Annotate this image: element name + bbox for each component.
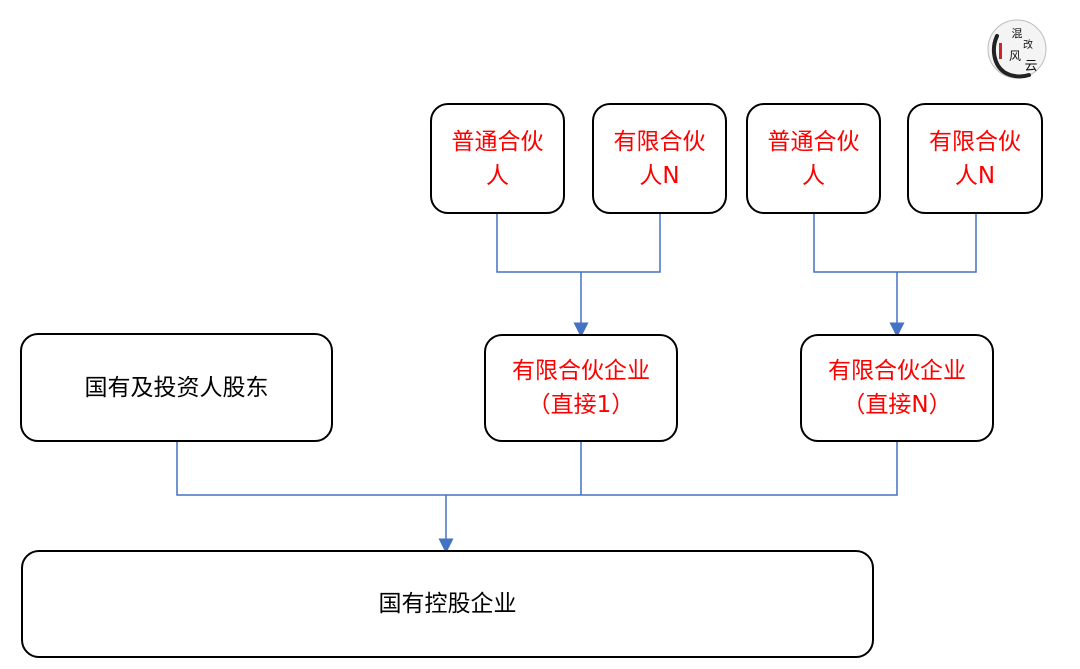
lp-enterprise-direct-1-label: 有限合伙企业 （直接1） <box>512 358 650 418</box>
svg-text:改: 改 <box>1023 38 1033 51</box>
connector-gp2-lp2 <box>813 214 977 273</box>
brand-logo: 混 改 风 云 <box>987 19 1047 79</box>
general-partner-box-2: 普通合伙 人 <box>746 103 881 214</box>
general-partner-label-1: 普通合伙 人 <box>451 128 544 189</box>
svg-text:混: 混 <box>1012 27 1023 40</box>
svg-text:风: 风 <box>1009 49 1021 63</box>
general-partner-label-2: 普通合伙 人 <box>767 128 860 189</box>
svg-text:云: 云 <box>1024 59 1037 74</box>
limited-partner-box-1: 有限合伙 人N <box>592 103 727 214</box>
limited-partner-box-2: 有限合伙 人N <box>907 103 1043 214</box>
connector-middle-bus <box>176 442 898 496</box>
limited-partner-label-1: 有限合伙 人N <box>613 128 706 189</box>
general-partner-box-1: 普通合伙 人 <box>430 103 565 214</box>
connector-gp1-lp1 <box>496 214 661 273</box>
lp-enterprise-direct-1-box: 有限合伙企业 （直接1） <box>484 334 678 442</box>
state-holding-enterprise-label: 国有控股企业 <box>378 591 517 617</box>
state-investor-shareholder-box: 国有及投资人股东 <box>20 333 333 442</box>
lp-enterprise-direct-n-box: 有限合伙企业 （直接N） <box>800 334 994 442</box>
limited-partner-label-2: 有限合伙 人N <box>929 128 1021 189</box>
state-investor-shareholder-label: 国有及投资人股东 <box>84 374 269 401</box>
lp-enterprise-direct-n-label: 有限合伙企业 （直接N） <box>828 358 966 418</box>
state-holding-enterprise-box: 国有控股企业 <box>21 550 874 658</box>
